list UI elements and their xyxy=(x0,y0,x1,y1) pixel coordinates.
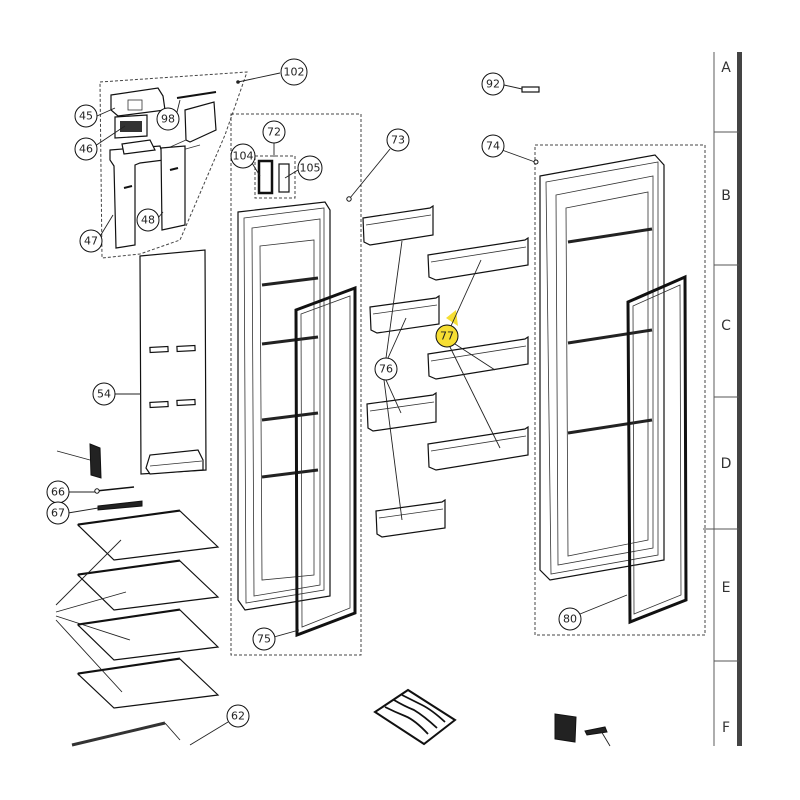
callout-75[interactable]: 75 xyxy=(252,627,300,651)
back-panel-part xyxy=(139,249,207,475)
highlight-marker xyxy=(436,325,458,347)
callout-label: 104 xyxy=(233,150,254,163)
callout-105[interactable]: 105 xyxy=(284,155,323,181)
door-bin xyxy=(362,204,434,246)
zone-grid: A B C D E F xyxy=(703,52,742,746)
callout-67[interactable]: 67 xyxy=(46,501,99,525)
callout-76[interactable]: 76 xyxy=(374,240,407,521)
glass-shelf xyxy=(76,608,220,661)
callout-label: 47 xyxy=(84,235,98,248)
glass-shelf xyxy=(76,657,220,709)
door-bin xyxy=(366,391,437,432)
callout-label: 76 xyxy=(379,363,393,376)
callout-73[interactable]: 73 xyxy=(346,128,410,202)
callout-62[interactable]: 62 xyxy=(164,704,250,746)
callout-label: 80 xyxy=(563,613,577,626)
callout-label: 54 xyxy=(97,388,111,401)
callout-54[interactable]: 54 xyxy=(92,382,141,406)
zone-label-d: D xyxy=(721,456,732,472)
wine-rack-part xyxy=(373,688,457,746)
callout-label: 105 xyxy=(300,162,321,175)
callout-46[interactable]: 46 xyxy=(74,125,126,161)
callout-80[interactable]: 80 xyxy=(558,594,628,631)
door-bin xyxy=(427,236,529,281)
callout-92[interactable]: 92 xyxy=(481,72,523,96)
small-parts-bottom xyxy=(554,713,611,747)
door-bin xyxy=(375,498,446,538)
callout-label: 73 xyxy=(391,134,405,147)
glass-shelf xyxy=(76,559,220,611)
zone-label-f: F xyxy=(722,720,730,736)
small-parts-left xyxy=(56,443,143,511)
callout-66[interactable]: 66 xyxy=(46,480,95,504)
callout-47[interactable]: 47 xyxy=(79,214,114,253)
callout-label: 67 xyxy=(51,507,65,520)
callout-72[interactable]: 72 xyxy=(262,120,286,157)
callout-label: 48 xyxy=(141,214,155,227)
callout-48[interactable]: 48 xyxy=(136,208,164,232)
zone-label-c: C xyxy=(721,318,731,334)
callout-label: 74 xyxy=(486,140,500,153)
callout-label: 98 xyxy=(161,113,175,126)
right-door-assembly xyxy=(521,86,706,636)
callout-label: 45 xyxy=(79,110,93,123)
callout-label: 77 xyxy=(440,330,454,343)
highlight-marker xyxy=(446,310,458,326)
dispenser-assembly xyxy=(99,71,248,259)
zone-label-e: E xyxy=(722,580,731,596)
callout-98[interactable]: 98 xyxy=(156,99,181,131)
callout-102[interactable]: 102 xyxy=(236,58,308,86)
door-bins xyxy=(362,204,529,538)
callout-label: 92 xyxy=(486,78,500,91)
door-bin xyxy=(427,425,529,471)
callout-label: 102 xyxy=(284,66,305,79)
door-bin xyxy=(369,294,440,334)
left-door-assembly xyxy=(230,113,362,656)
zone-label-b: B xyxy=(721,188,731,204)
door-bin xyxy=(427,335,529,380)
callout-77[interactable]: 77 xyxy=(435,259,501,449)
glass-shelves xyxy=(55,509,220,747)
callout-104[interactable]: 104 xyxy=(230,143,261,177)
callout-74[interactable]: 74 xyxy=(481,134,539,165)
callout-label: 75 xyxy=(257,633,271,646)
callout-45[interactable]: 45 xyxy=(74,104,116,128)
glass-shelf xyxy=(76,509,220,561)
callout-label: 62 xyxy=(231,710,245,723)
zone-label-a: A xyxy=(721,60,731,76)
callout-label: 72 xyxy=(267,126,281,139)
callout-label: 66 xyxy=(51,486,65,499)
callout-label: 46 xyxy=(79,143,93,156)
